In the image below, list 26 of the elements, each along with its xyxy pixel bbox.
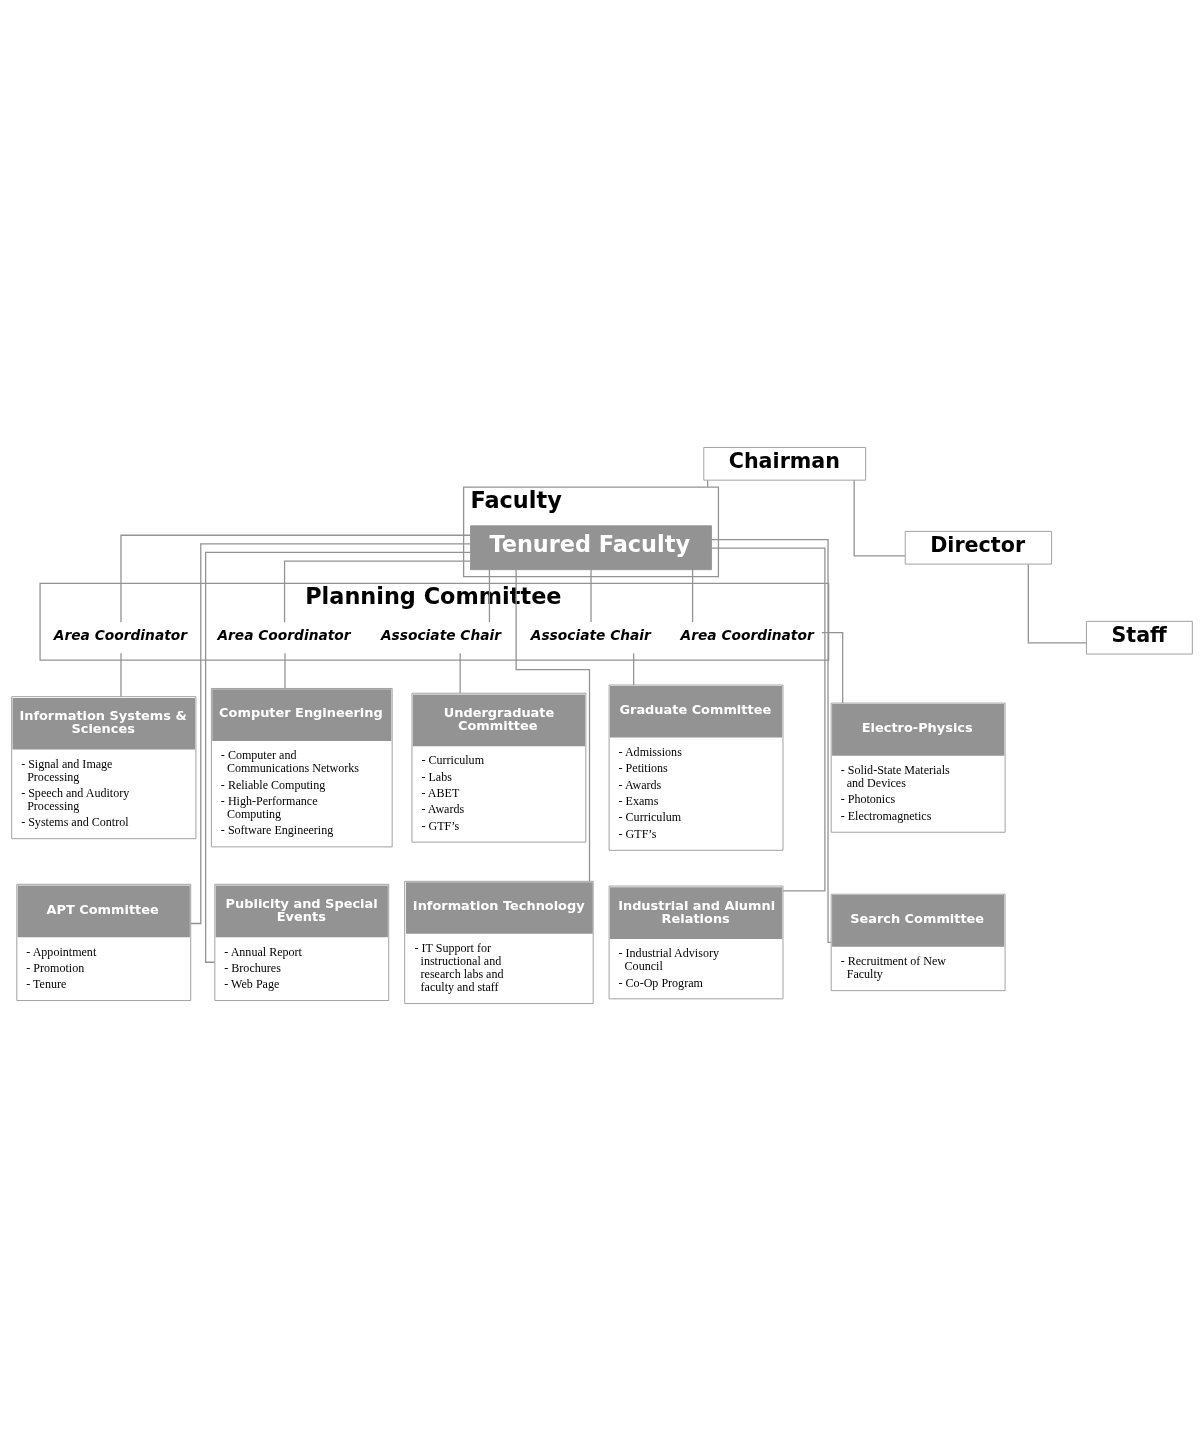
connector xyxy=(821,631,844,704)
connector xyxy=(205,551,472,963)
connector xyxy=(120,652,122,697)
node-text: Associate Chair xyxy=(380,626,502,643)
connector xyxy=(711,547,826,891)
node-box: Director xyxy=(904,530,1052,564)
connector xyxy=(633,652,635,686)
connector xyxy=(459,652,461,694)
node-text: Area Coordinator xyxy=(217,626,351,643)
connector xyxy=(284,652,286,689)
connector xyxy=(515,568,591,882)
connector xyxy=(853,479,906,557)
connector xyxy=(120,534,471,623)
connector xyxy=(691,568,694,623)
node-text: Associate Chair xyxy=(530,626,651,643)
node-box: Tenured Faculty xyxy=(470,524,712,570)
node-text: Area Coordinator xyxy=(53,626,188,643)
connector xyxy=(590,568,592,623)
connector xyxy=(488,568,491,623)
node-box: Staff xyxy=(1086,620,1193,654)
node-box: Chairman xyxy=(703,446,867,481)
connector xyxy=(190,542,472,924)
node-text: Area Coordinator xyxy=(680,626,814,643)
connector xyxy=(710,538,832,943)
connector xyxy=(283,559,471,623)
connector xyxy=(1027,563,1087,643)
